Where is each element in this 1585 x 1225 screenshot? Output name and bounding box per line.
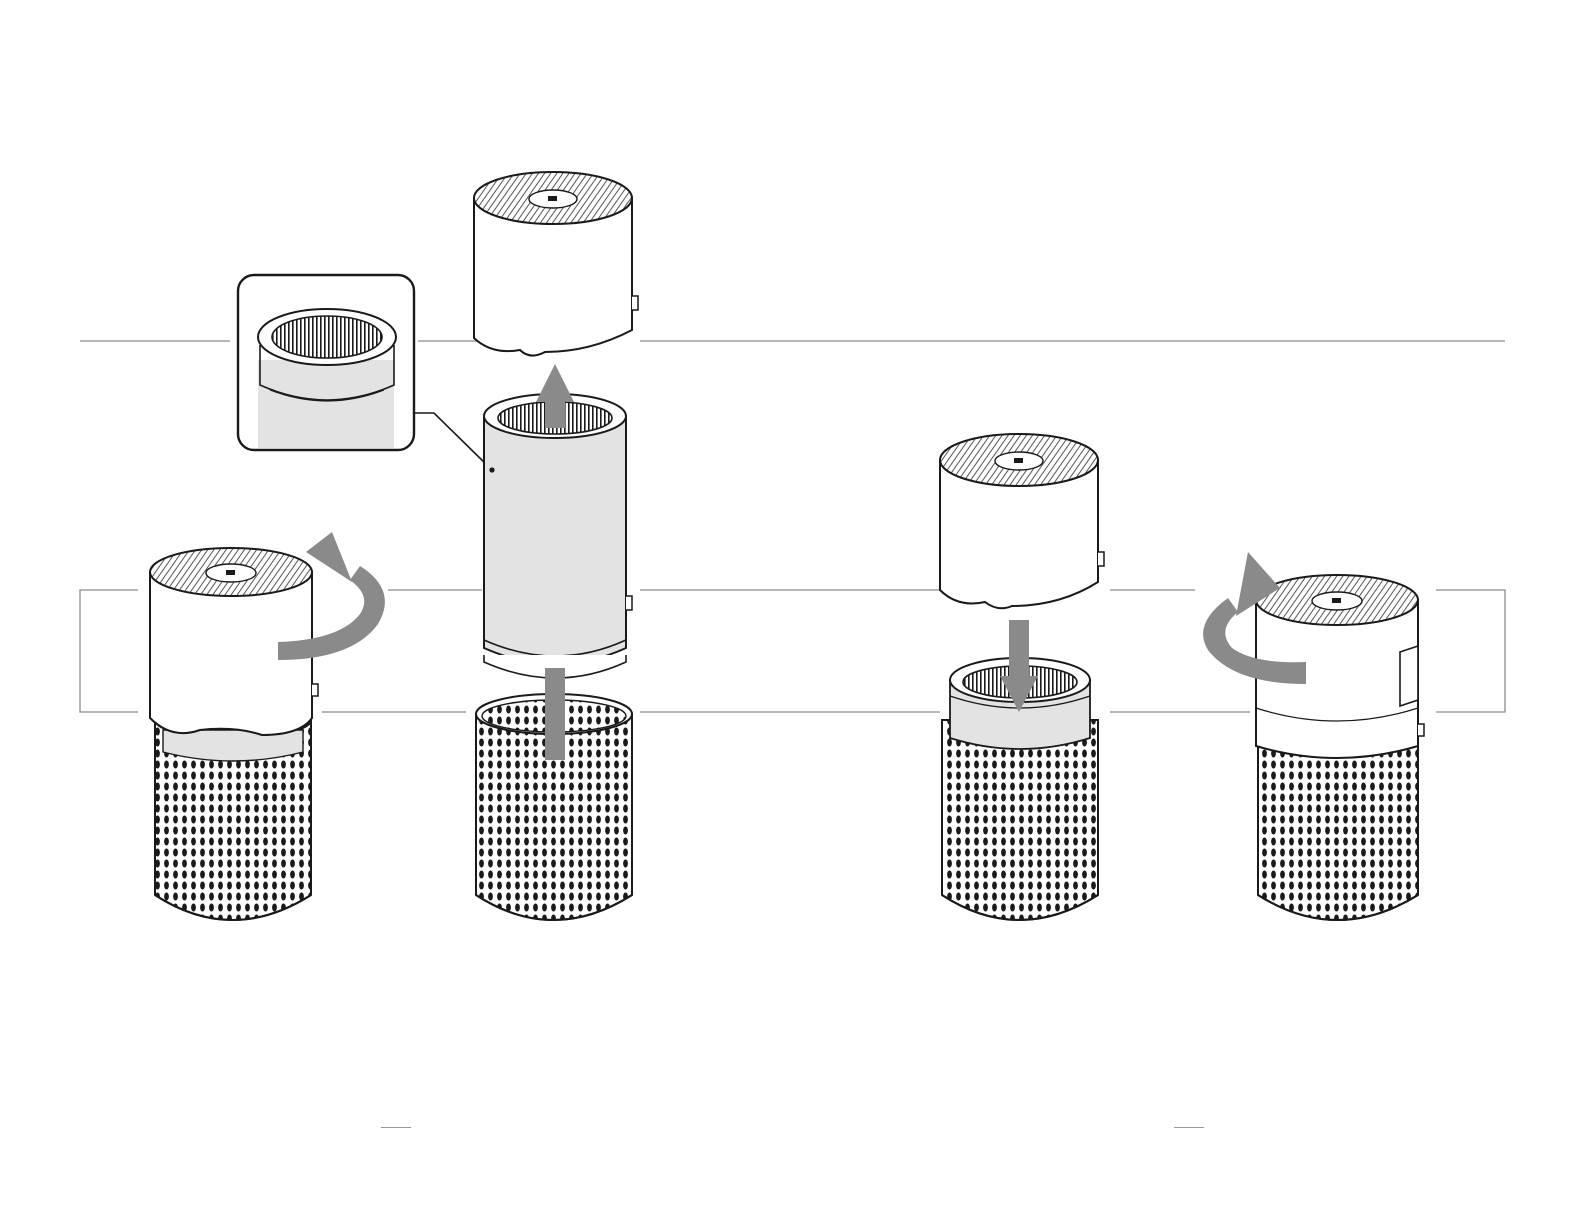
purifier-assembled	[1256, 575, 1424, 920]
page-marker-left	[381, 1127, 411, 1128]
up-arrow-shaft	[545, 668, 565, 760]
purifier-twist-off	[150, 548, 318, 920]
top-cap-lifted	[474, 172, 638, 356]
control-panel	[1400, 646, 1418, 706]
replacement-filter-removed	[484, 394, 632, 678]
page-marker-right	[1174, 1127, 1204, 1128]
magnified-filter-detail-callout	[238, 275, 490, 468]
top-cap-lowering	[940, 434, 1104, 608]
